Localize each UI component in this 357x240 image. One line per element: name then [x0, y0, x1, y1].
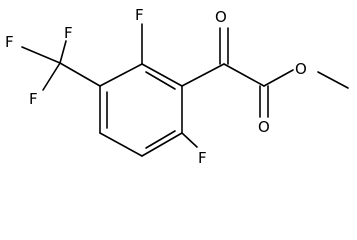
bond-ring — [141, 63, 183, 87]
bond-lines — [21, 23, 349, 157]
atom-o-ester-ether: O — [295, 60, 307, 78]
atom-f-top: F — [135, 6, 144, 24]
bond-cf3-f — [59, 40, 67, 64]
bond-o-methyl — [317, 71, 349, 89]
bond-keto-ester — [223, 63, 265, 87]
bond-ring-keto — [181, 63, 225, 87]
atom-f-cf3: F — [29, 90, 38, 108]
atom-o-keto: O — [215, 8, 227, 26]
bond-cf3-f — [21, 46, 61, 64]
atom-f-cf3: F — [5, 33, 14, 51]
bond-c-f — [181, 132, 198, 148]
atom-f-cf3: F — [64, 24, 73, 42]
bond-ring-inner — [145, 130, 176, 149]
bond-c-cf3 — [59, 62, 101, 87]
bond-ring — [141, 132, 183, 157]
atom-o-ester-carbonyl: O — [258, 118, 270, 136]
atom-f-bottom: F — [198, 149, 207, 167]
bond-cf3-f — [42, 62, 61, 91]
bond-ring-inner — [145, 71, 176, 90]
bond-ring — [99, 63, 143, 87]
bond-ring — [99, 132, 143, 157]
bond-ester-o-single — [263, 69, 294, 87]
atom-labels: F F F F O O O F — [5, 6, 307, 167]
chemical-structure: F F F F O O O F — [5, 6, 349, 167]
